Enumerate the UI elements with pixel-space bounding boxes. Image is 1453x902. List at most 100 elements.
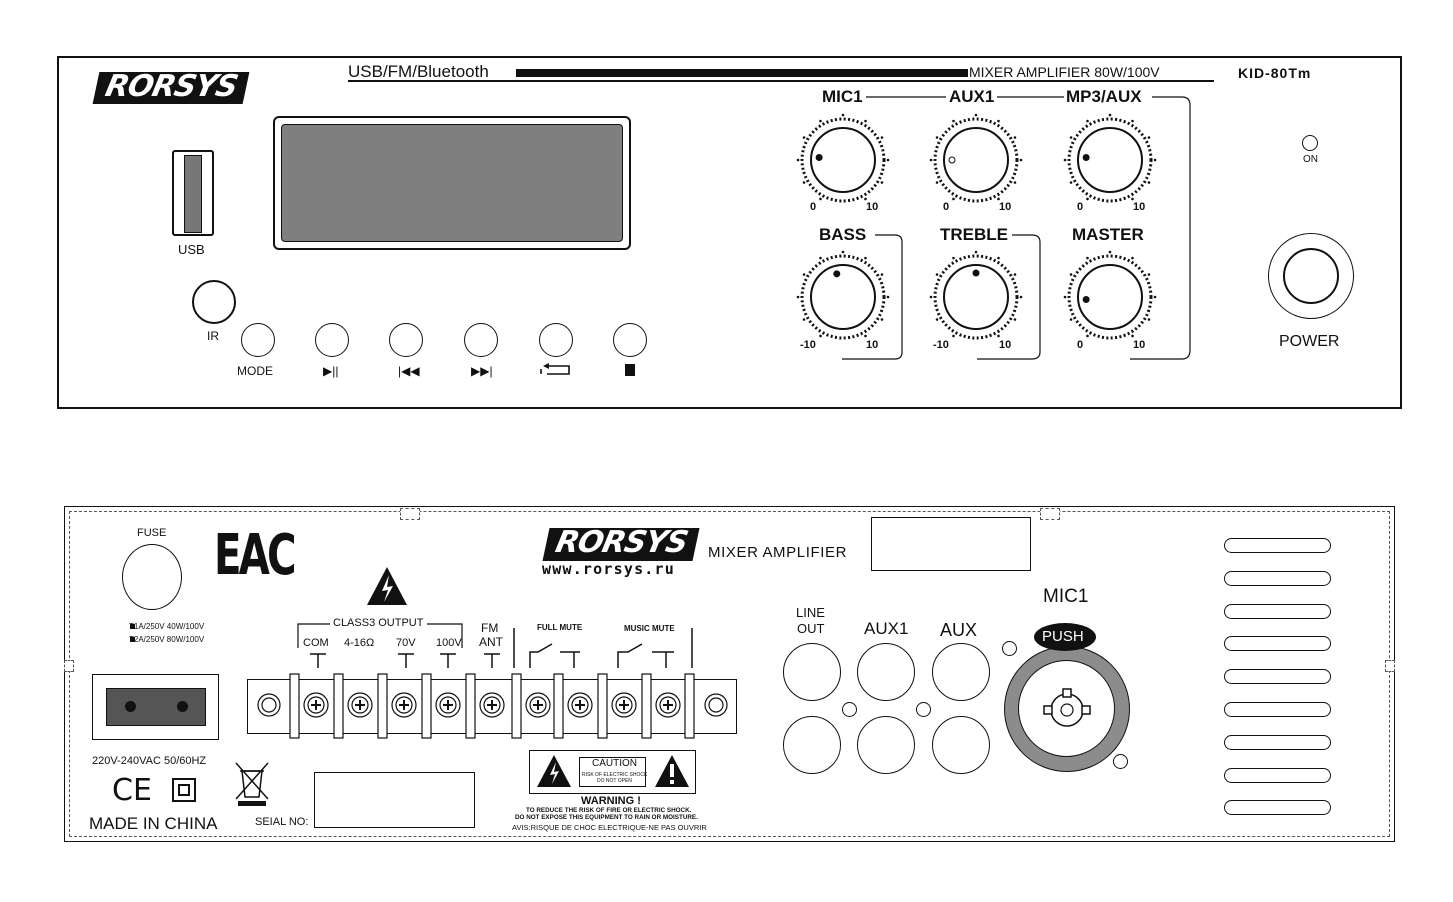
knob-scale-dot [1147, 136, 1151, 139]
knob-master[interactable] [1060, 247, 1160, 347]
aux-jack-2[interactable] [932, 716, 990, 774]
usb-port-slot [184, 155, 202, 233]
knob-label-mp3-aux: MP3/AUX [1066, 87, 1142, 106]
ir-label: IR [207, 329, 219, 343]
terminal-screw[interactable] [597, 673, 637, 739]
play-pause-button[interactable] [315, 323, 349, 357]
knob-scale-dot [864, 256, 867, 260]
knob-scale-dot [1063, 158, 1067, 162]
rear-panel [64, 506, 1395, 842]
push-button[interactable]: PUSH [1034, 623, 1096, 651]
terminal-screw[interactable] [333, 673, 373, 739]
knob-scale-dot [880, 273, 884, 276]
power-button[interactable] [1283, 248, 1339, 304]
knob-max-bass: 10 [866, 339, 879, 351]
knob-scale-dot [935, 273, 939, 276]
fuse-holder[interactable] [122, 544, 182, 610]
aux-jack-1[interactable] [932, 643, 990, 701]
vent-slot [1224, 702, 1331, 717]
knob-label-mic1: MIC1 [822, 87, 863, 106]
fuse-note-bullet-1 [130, 624, 135, 629]
knob-scale-dot [841, 250, 845, 254]
line-out-jack-2[interactable] [783, 716, 841, 774]
knob-scale-dot [841, 113, 845, 117]
knob-aux1[interactable] [926, 110, 1026, 210]
vent-slot [1224, 800, 1331, 816]
knob-scale-dot [880, 318, 884, 321]
mode-button[interactable] [241, 323, 275, 357]
fuse-note-2: T2A/250V 80W/100V [129, 635, 205, 644]
usb-port[interactable] [172, 150, 214, 236]
knob-indicator [1082, 153, 1090, 161]
knob-indicator [833, 270, 841, 278]
ce-mark: CE [112, 773, 152, 808]
knob-cap [810, 127, 876, 193]
terminal-screw[interactable] [553, 673, 593, 739]
terminal-screw[interactable] [511, 673, 551, 739]
label-area-top [871, 517, 1031, 571]
knob-scale-dot [1131, 197, 1134, 201]
knob-indicator [815, 153, 823, 161]
vent-slot [1224, 570, 1331, 586]
knob-scale-dot [1147, 273, 1151, 276]
model-label: KID-80Tm [1238, 65, 1312, 81]
knob-mp3-aux[interactable] [1060, 110, 1160, 210]
aux1-label: AUX1 [864, 619, 909, 638]
mic1-combo-jack[interactable] [1004, 646, 1130, 772]
fuse-note-bullet-2 [130, 637, 135, 642]
knob-max-master: 10 [1133, 339, 1146, 351]
rear-panel-inner-dash [69, 511, 1390, 837]
knob-scale-dot [802, 318, 806, 321]
terminal-screw[interactable] [377, 673, 417, 739]
terminal-label-100v: 100V [436, 637, 462, 649]
knob-bass[interactable] [793, 247, 893, 347]
knob-label-treble: TREBLE [940, 225, 1008, 244]
knob-scale-dot [952, 334, 955, 338]
knob-scale-dot [864, 334, 867, 338]
power-button-ring [1268, 233, 1354, 319]
website-label: www.rorsys.ru [542, 560, 675, 578]
knob-indicator [948, 156, 956, 164]
knob-scale-dot [819, 256, 822, 260]
aux1-jack-2[interactable] [857, 716, 915, 774]
rear-mount-tab-left [400, 508, 420, 520]
terminal-screw[interactable] [641, 673, 681, 739]
terminal-screw[interactable] [465, 673, 505, 739]
knob-scale-dot [929, 158, 933, 162]
terminal-screw[interactable] [289, 673, 329, 739]
warning-title: WARNING ! [581, 795, 641, 807]
line-out-jack-1[interactable] [783, 643, 841, 701]
warning-line-2: DO NOT EXPOSE THIS EQUIPMENT TO RAIN OR … [515, 814, 698, 821]
eac-mark: EAC [214, 523, 297, 588]
knob-scale-dot [974, 250, 978, 254]
power-inlet[interactable] [106, 688, 206, 726]
stop-button[interactable] [613, 323, 647, 357]
knob-scale-dot [935, 318, 939, 321]
next-button[interactable] [464, 323, 498, 357]
shock-warning-icon [367, 567, 407, 605]
terminal-screw[interactable] [421, 673, 461, 739]
made-in-label: MADE IN CHINA [89, 814, 218, 833]
knob-scale-dot [1147, 181, 1151, 184]
terminal-label-4-16: 4-16Ω [344, 637, 375, 649]
power-inlet-pin-left [125, 701, 136, 712]
knob-scale-dot [880, 181, 884, 184]
aux1-jack-1[interactable] [857, 643, 915, 701]
mode-label: MODE [237, 364, 273, 378]
full-mute-label: FULL MUTE [537, 623, 583, 632]
caution-exclamation-icon [655, 755, 689, 787]
knob-max-mic1: 10 [866, 201, 879, 213]
knob-treble[interactable] [926, 247, 1026, 347]
rear-product-name: MIXER AMPLIFIER [708, 544, 848, 561]
line-label: LINE [796, 605, 825, 620]
push-label: PUSH [1042, 628, 1084, 645]
previous-button[interactable] [389, 323, 423, 357]
terminal-annotations [297, 623, 693, 668]
knob-scale-dot [864, 197, 867, 201]
voltage-label: 220V-240VAC 50/60HZ [92, 755, 207, 767]
repeat-button[interactable] [539, 323, 573, 357]
knob-mic1[interactable] [793, 110, 893, 210]
terminal-label-com: COM [303, 637, 329, 649]
knob-scale-dot [1108, 113, 1112, 117]
knob-label-aux1: AUX1 [949, 87, 995, 106]
